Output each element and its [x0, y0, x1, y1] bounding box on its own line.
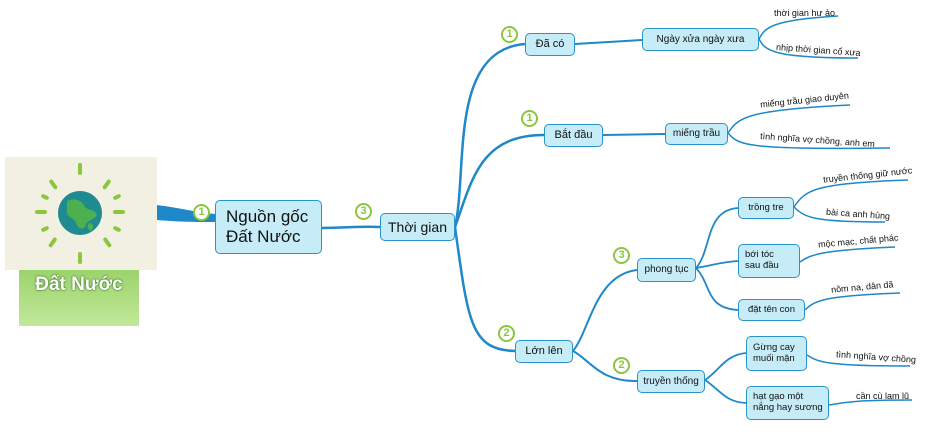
branch-phongtuc-trongtre — [695, 207, 739, 269]
branch-leaf-thoigianhuao — [758, 15, 839, 40]
branch-time-batdau — [453, 133, 545, 228]
node-hat-gao[interactable]: hạt gạo một nắng hay sương — [746, 386, 829, 420]
node-dat-ten-con[interactable]: đặt tên con — [738, 299, 805, 321]
badge-phong-tuc: 3 — [613, 247, 630, 264]
node-ngay-xua[interactable]: Ngày xửa ngày xưa — [642, 28, 759, 51]
branch-leaf-tinhnghia2 — [806, 354, 911, 367]
branch-main-time — [321, 225, 381, 230]
branch-leaf-baica — [793, 206, 886, 223]
branch-leaf-nomna — [804, 292, 901, 311]
branch-time-lonlen — [453, 226, 516, 353]
branch-phongtuc-dattencon — [695, 267, 739, 311]
branch-leaf-giaoduyen — [727, 104, 851, 134]
central-title: Đất Nước — [35, 274, 123, 295]
node-phong-tuc[interactable]: phong tục — [637, 258, 696, 282]
branch-leaf-tinhnghia1 — [727, 132, 891, 150]
branch-phongtuc-boitoc — [695, 260, 739, 269]
node-truyen-thong[interactable]: truyền thống — [637, 370, 705, 393]
branch-leaf-mocmac — [799, 246, 896, 263]
node-boi-toc[interactable]: bới tóc sau đầu — [738, 244, 800, 278]
branch-leaf-giunuoc — [793, 179, 909, 208]
node-nguon-goc[interactable]: Nguồn gốc Đất Nước — [215, 200, 322, 254]
node-bat-dau[interactable]: Bắt đầu — [544, 124, 603, 147]
badge-bat-dau: 1 — [521, 110, 538, 127]
leaf-can-cu[interactable]: cần cù lam lũ — [856, 391, 910, 401]
central-title-banner: Đất Nước — [19, 270, 139, 326]
badge-lon-len: 2 — [498, 325, 515, 342]
node-lon-len[interactable]: Lớn lên — [515, 340, 573, 363]
branch-batdau-miengtrau — [602, 133, 666, 136]
central-image — [5, 157, 157, 270]
badge-time: 3 — [355, 203, 372, 220]
node-gung-cay[interactable]: Gừng cay muối mặn — [746, 336, 807, 371]
branch-daco-ngayxua — [574, 39, 643, 45]
badge-da-co: 1 — [501, 26, 518, 43]
node-da-co[interactable]: Đã có — [525, 33, 575, 56]
badge-main: 1 — [193, 204, 210, 221]
branch-lonlen-truyenthong — [572, 350, 638, 383]
branch-truyenthong-gungcay — [704, 352, 747, 381]
leaf-thoi-gian-hu-ao[interactable]: thời gian hư ảo — [774, 8, 835, 18]
node-mieng-trau[interactable]: miếng trầu — [665, 123, 728, 145]
badge-truyen-thong: 2 — [613, 357, 630, 374]
node-trong-tre[interactable]: trồng tre — [738, 197, 794, 219]
branch-leaf-cancu — [828, 399, 913, 406]
node-thoi-gian[interactable]: Thời gian — [380, 213, 455, 241]
branch-leaf-nhipthoigian — [758, 38, 859, 59]
branch-lonlen-phongtuc — [572, 269, 638, 352]
globe-sun-icon — [35, 163, 125, 264]
branch-time-daco — [453, 42, 526, 228]
branch-truyenthong-hatgao — [704, 379, 747, 404]
